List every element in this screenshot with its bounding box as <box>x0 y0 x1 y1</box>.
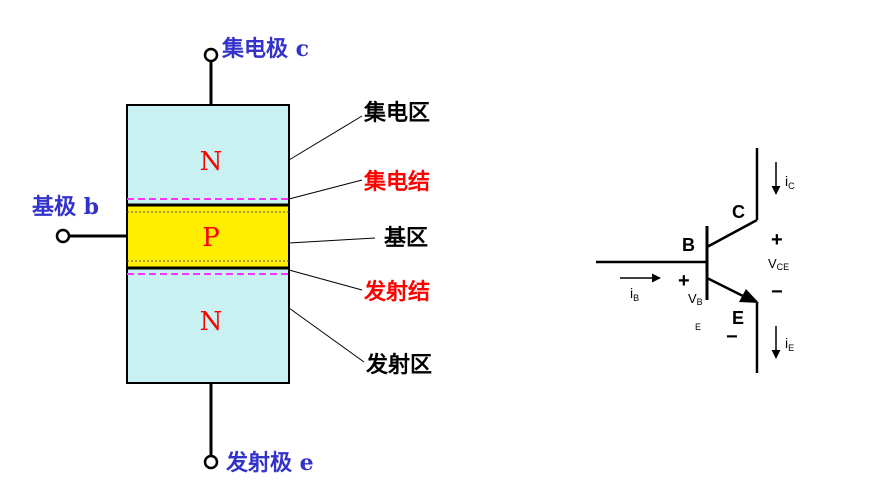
base-region-label: 基区 <box>384 225 428 251</box>
symbol-b-label: B <box>682 235 695 255</box>
bottom-n-label: N <box>200 307 223 337</box>
vbe-plus: + <box>678 270 690 292</box>
top-n-label: N <box>200 147 223 177</box>
vbe-label: VB <box>688 291 703 307</box>
symbol-emitter-diagonal <box>706 276 746 299</box>
collector-junction-label: 集电结 <box>363 169 430 195</box>
emitter-terminal-label: 发射极 e <box>225 450 314 476</box>
leader-collector-region <box>288 115 363 161</box>
vbe-minus: − <box>726 326 738 348</box>
symbol-e-label: E <box>732 308 744 328</box>
symbol-c-label: C <box>732 202 745 222</box>
ib-label: iB <box>630 285 639 303</box>
leader-base-region <box>288 237 376 244</box>
collector-region-label: 集电区 <box>363 100 430 126</box>
collector-terminal-dot <box>203 47 219 63</box>
leader-emitter-region <box>288 307 365 363</box>
emitter-terminal-dot <box>203 454 219 470</box>
vce-label: VCE <box>768 256 789 272</box>
emitter-junction-label: 发射结 <box>363 279 430 305</box>
leader-collector-junction <box>288 179 363 200</box>
symbol-collector-diagonal <box>706 218 758 249</box>
vce-minus: − <box>771 281 783 303</box>
symbol-emitter-arrow <box>739 289 759 303</box>
vbe-sub-e: E <box>695 322 701 332</box>
base-terminal-dot <box>55 228 71 244</box>
vce-plus: + <box>771 229 783 251</box>
transistor-structure: N P N 集电极 c 基极 b 发射极 e 集电区 集电结 基区 发射结 发射… <box>32 36 432 476</box>
collector-terminal-label: 集电极 c <box>221 36 309 62</box>
base-terminal-label: 基极 b <box>32 194 99 220</box>
transistor-symbol: C B E iC iB iE + VCE − + VB E − <box>596 148 795 373</box>
emitter-region-label: 发射区 <box>365 352 432 378</box>
leader-emitter-junction <box>288 269 363 291</box>
ie-label: iE <box>785 335 794 353</box>
p-label: P <box>202 223 220 253</box>
p-region <box>126 204 290 269</box>
ic-label: iC <box>785 173 795 191</box>
